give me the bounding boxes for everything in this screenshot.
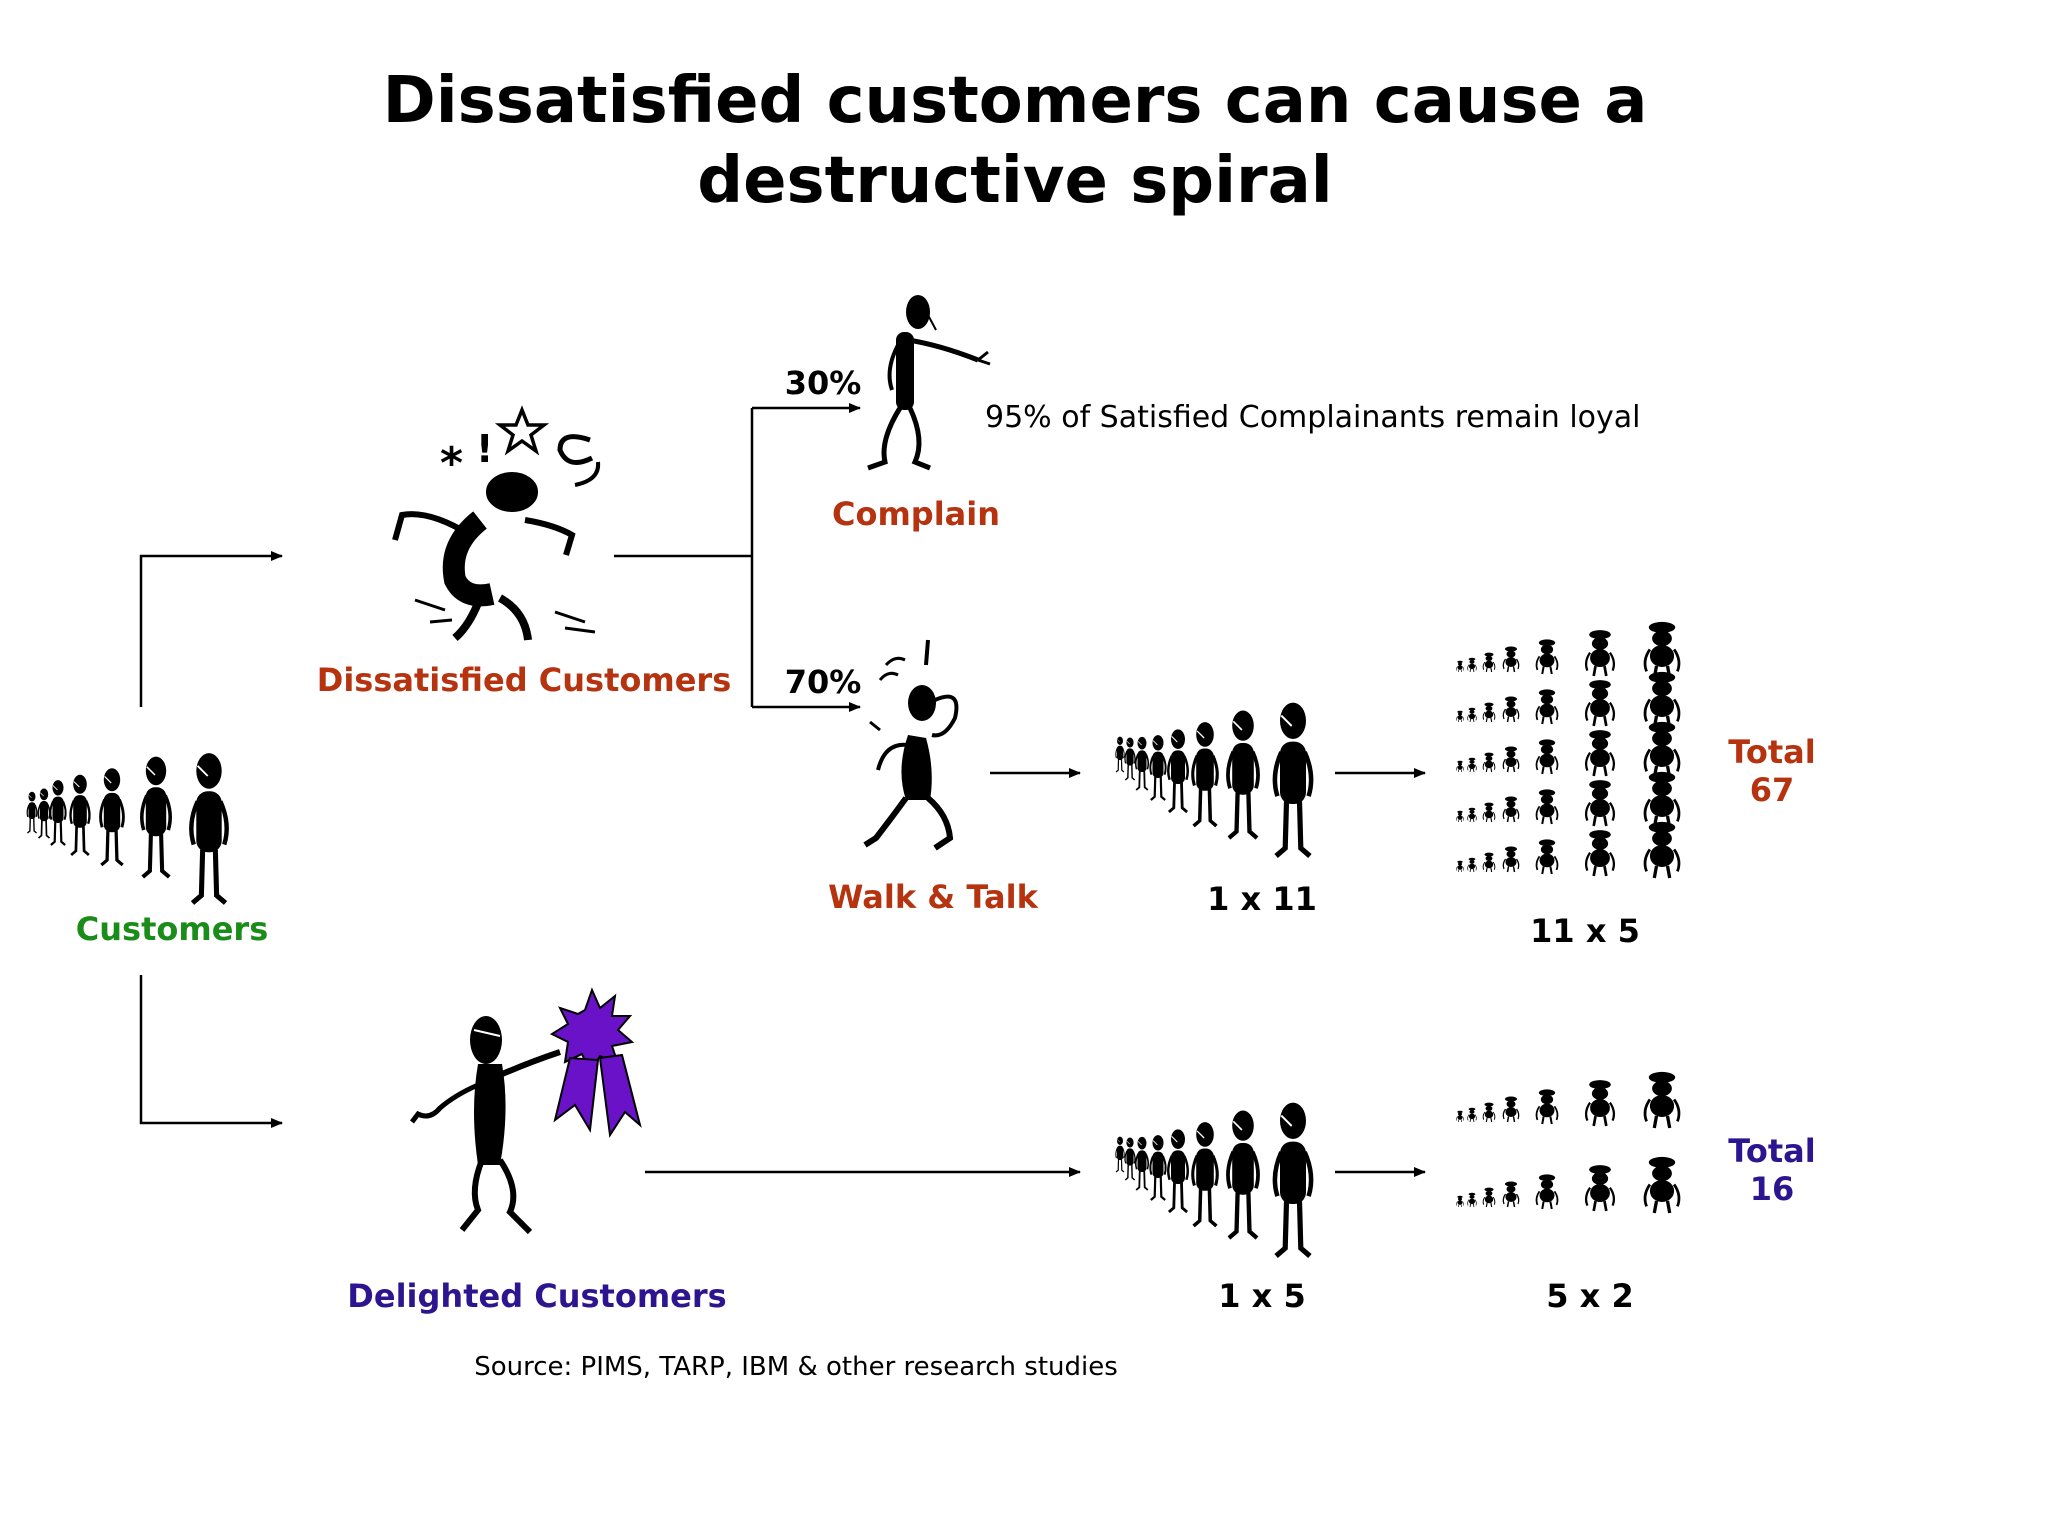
people-grid-10 [1456, 1070, 1681, 1215]
branch-connector [614, 408, 754, 707]
people-group-icon [1115, 703, 1311, 856]
multiplier-1x5: 1 x 5 [1218, 1277, 1305, 1315]
grid-row [1456, 620, 1681, 680]
multiplier-11x5: 11 x 5 [1530, 912, 1640, 950]
delighted-customer-icon [410, 1016, 561, 1235]
grid-row [1456, 820, 1681, 880]
angry-customer-icon: * ! [392, 405, 601, 642]
page-title-line-2: destructive spiral [697, 144, 1332, 218]
grid-row [1456, 770, 1681, 830]
total-positive-word: Total [1728, 1132, 1815, 1170]
total-negative-value: 67 [1750, 771, 1795, 809]
people-grid-55 [1456, 620, 1681, 880]
walk-talk-percent: 70% [785, 663, 862, 701]
grid-row [1456, 1155, 1681, 1215]
total-positive-value: 16 [1750, 1170, 1795, 1208]
customers-label: Customers [76, 910, 268, 948]
multiplier-1x11: 1 x 11 [1207, 880, 1317, 918]
page-title-line-1: Dissatisfied customers can cause a [383, 64, 1648, 138]
total-negative-word: Total [1728, 733, 1815, 771]
complain-label: Complain [832, 495, 1000, 533]
arrow-customers-to-delighted [139, 975, 283, 1128]
people-group-icon [1115, 1103, 1311, 1256]
complain-percent: 30% [785, 364, 862, 402]
source-note: Source: PIMS, TARP, IBM & other research… [474, 1352, 1118, 1382]
walk-talk-label: Walk & Talk [828, 878, 1038, 916]
delighted-customers-label: Delighted Customers [347, 1277, 726, 1315]
svg-text:*: * [440, 438, 463, 489]
loyalty-note: 95% of Satisfied Complainants remain loy… [985, 400, 1641, 435]
flow-arrows [139, 403, 1426, 1177]
grid-row [1456, 720, 1681, 780]
confused-person-icon [863, 639, 959, 851]
grid-row [1456, 670, 1681, 730]
svg-text:!: ! [476, 427, 493, 471]
dissatisfied-customers-label: Dissatisfied Customers [317, 661, 731, 699]
customer-crowd-icon [26, 753, 227, 903]
multiplier-5x2: 5 x 2 [1546, 1277, 1633, 1315]
arrow-customers-to-dissatisfied [139, 551, 283, 707]
grid-row [1456, 1070, 1681, 1130]
award-ribbon-icon [549, 987, 642, 1138]
complaining-person-icon [867, 295, 991, 471]
